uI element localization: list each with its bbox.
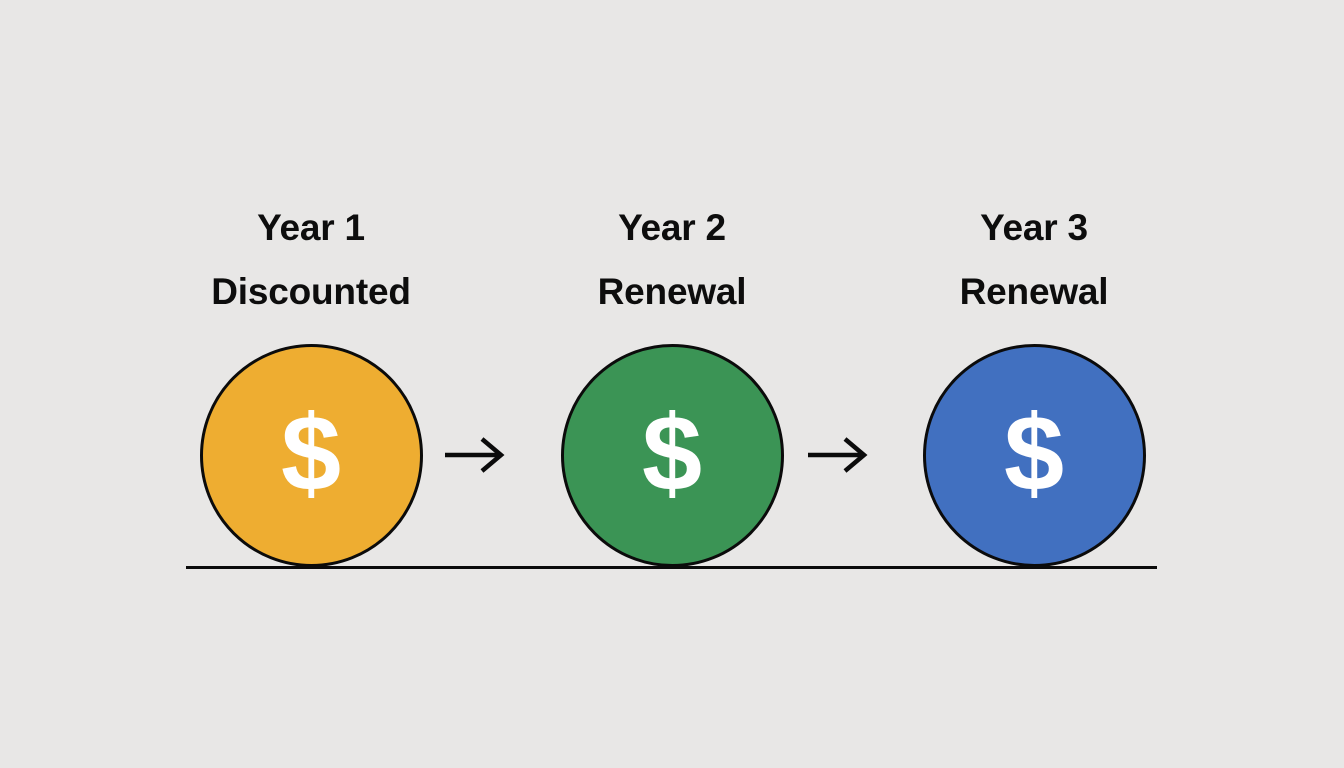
timeline-node-year-1: Year 1 Discounted $ (161, 196, 461, 567)
timeline-node-year-1-label-line-1: Year 1 (257, 207, 365, 248)
timeline-node-year-3-coin-icon[interactable]: $ (922, 343, 1146, 567)
arrow-right-icon-year-2-to-year-3 (805, 433, 875, 477)
timeline-node-year-3-label-line-1: Year 3 (980, 207, 1088, 248)
dollar-sign-icon: $ (280, 392, 342, 513)
timeline-node-year-3: Year 3 Renewal $ (884, 196, 1184, 567)
dollar-sign-icon: $ (641, 392, 703, 513)
timeline-node-year-3-labels: Year 3 Renewal (884, 196, 1184, 324)
timeline-node-year-2-label-line-2: Renewal (597, 271, 747, 312)
arrow-right-icon-year-1-to-year-2 (442, 433, 512, 477)
timeline-node-year-1-label-line-2: Discounted (211, 271, 411, 312)
timeline-node-year-2: Year 2 Renewal $ (522, 196, 822, 567)
dollar-sign-icon: $ (1003, 392, 1065, 513)
timeline-baseline (186, 566, 1157, 569)
timeline-node-year-2-coin-icon[interactable]: $ (560, 343, 784, 567)
timeline-node-year-1-labels: Year 1 Discounted (161, 196, 461, 324)
timeline-node-year-1-coin-icon[interactable]: $ (199, 343, 423, 567)
timeline-node-year-2-label-line-1: Year 2 (618, 207, 726, 248)
timeline-node-year-3-label-line-2: Renewal (959, 271, 1109, 312)
timeline-node-year-2-labels: Year 2 Renewal (522, 196, 822, 324)
